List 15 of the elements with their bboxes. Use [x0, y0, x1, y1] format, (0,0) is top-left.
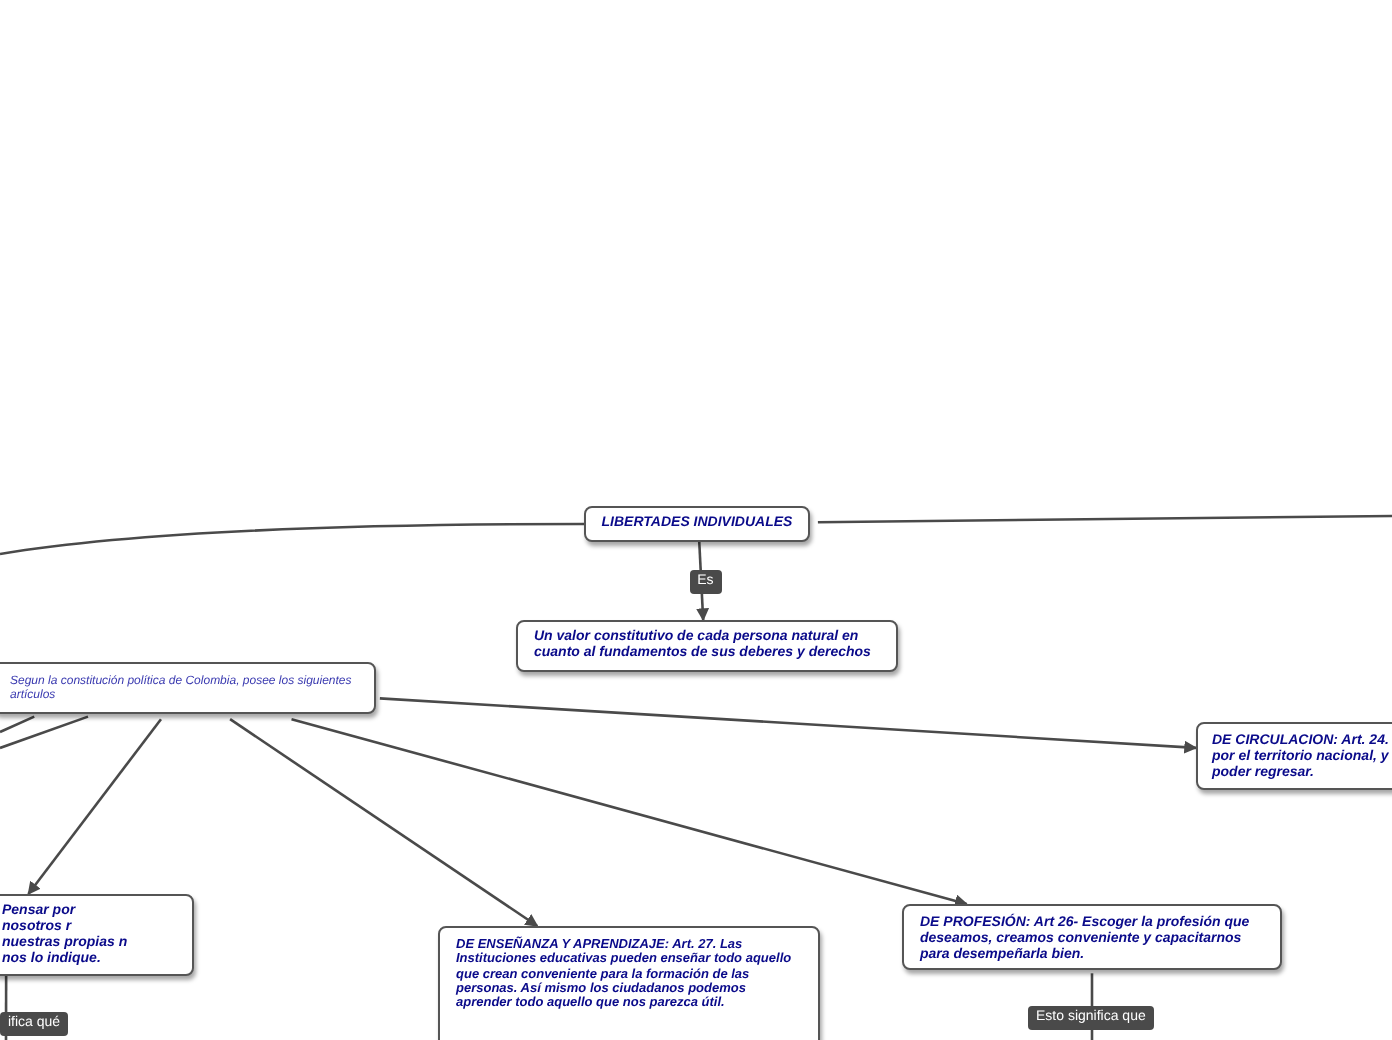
topic-box: [0, 662, 376, 714]
topic-box: [516, 620, 898, 672]
topic-box: [584, 506, 810, 542]
arrow: [379, 697, 1198, 754]
arrow: [229, 718, 539, 928]
arrow: [27, 718, 162, 896]
connector-line: [817, 514, 1392, 524]
connector-line: [0, 715, 35, 734]
topic-box: [1196, 722, 1392, 790]
topic-box: [0, 894, 194, 976]
connector-line: [0, 715, 89, 750]
topic-box: [902, 904, 1282, 970]
arrow: [291, 717, 968, 908]
topic-box: [438, 926, 820, 1040]
connector-line: [0, 522, 584, 556]
